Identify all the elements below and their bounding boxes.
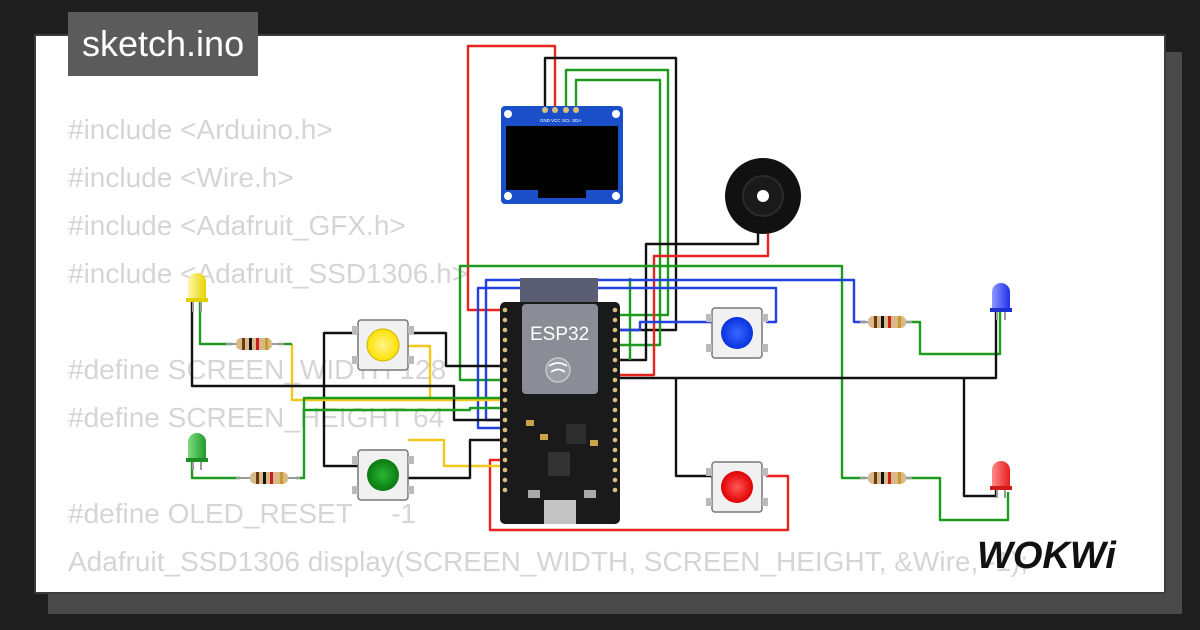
- oled-display[interactable]: GND VCC SCL SDA: [501, 106, 623, 204]
- wokwi-logo-text: WOKWi: [977, 535, 1117, 577]
- esp32-board[interactable]: ESP32: [500, 278, 620, 524]
- led-green[interactable]: [186, 433, 208, 470]
- button-red[interactable]: [706, 461, 768, 513]
- wire-yellow-btn-a: [408, 331, 502, 368]
- code-line: #define OLED_RESET -1: [68, 498, 417, 529]
- led-yellow[interactable]: [186, 273, 208, 312]
- oled-pin-label: SCL: [562, 118, 571, 123]
- resistor-red[interactable]: [860, 472, 912, 484]
- wire-yellow-signal: [290, 344, 502, 402]
- buzzer[interactable]: [725, 158, 801, 234]
- wire-oled-vcc: [466, 44, 557, 312]
- button-blue[interactable]: [706, 307, 768, 359]
- wire-oled-scl: [564, 68, 670, 317]
- wire-blue-btn-short: [612, 320, 712, 332]
- code-line: #define SCREEN_HEIGHT 64: [68, 402, 445, 433]
- file-tab-title[interactable]: sketch.ino: [68, 12, 259, 76]
- wire-buzzer-pos: [612, 232, 770, 377]
- wire-gnd-bus: [612, 312, 998, 380]
- wire-green-mid-left: [304, 406, 502, 412]
- resistor-blue[interactable]: [860, 316, 912, 328]
- code-line: #include <Arduino.h>: [68, 114, 333, 145]
- code-line: Adafruit_SSD1306 display(SCREEN_WIDTH, S…: [68, 546, 1029, 577]
- resistor-green[interactable]: [236, 472, 300, 484]
- wire-red-button-gnd: [674, 378, 712, 478]
- wire-green-top: [458, 264, 866, 480]
- wire-yellow-led: [198, 300, 232, 346]
- wire-red-btn: [488, 458, 790, 532]
- oled-pin-label: VCC: [551, 118, 561, 123]
- wire-green-led-gnd: [190, 462, 240, 480]
- wire-green-btn-a: [408, 438, 502, 480]
- wire-red-led-return: [906, 476, 1010, 522]
- oled-pin-label: SDA: [572, 118, 581, 123]
- wire-buzzer-gnd: [612, 232, 760, 362]
- code-line: #include <Wire.h>: [68, 162, 294, 193]
- code-line: #include <Adafruit_GFX.h>: [68, 210, 406, 241]
- resistor-yellow[interactable]: [226, 338, 284, 350]
- code-line: #include <Adafruit_SSD1306.h>: [68, 258, 469, 289]
- wire-blue-btn: [476, 286, 778, 430]
- wire-blue-led-return: [906, 312, 1002, 356]
- esp32-pins-right: [612, 307, 618, 493]
- wokwi-logo: WOKWi: [977, 535, 1117, 577]
- wire-oled-sda: [574, 78, 662, 347]
- button-yellow[interactable]: [352, 319, 414, 371]
- esp32-pins-left: [502, 307, 508, 493]
- oled-pin-label: GND: [540, 118, 551, 123]
- led-red[interactable]: [990, 461, 1012, 498]
- code-preview: #include <Arduino.h> #include <Wire.h> #in…: [68, 106, 1028, 586]
- oled-pins: [542, 107, 579, 113]
- wire-green-btn-signal: [408, 438, 502, 468]
- led-blue[interactable]: [990, 283, 1012, 320]
- wire-gnd-bus-red: [962, 378, 998, 498]
- esp32-label: ESP32: [530, 324, 589, 345]
- wire-yellow-signal-2: [408, 344, 432, 400]
- button-green[interactable]: [352, 449, 414, 501]
- wire-gnd-left: [190, 300, 502, 422]
